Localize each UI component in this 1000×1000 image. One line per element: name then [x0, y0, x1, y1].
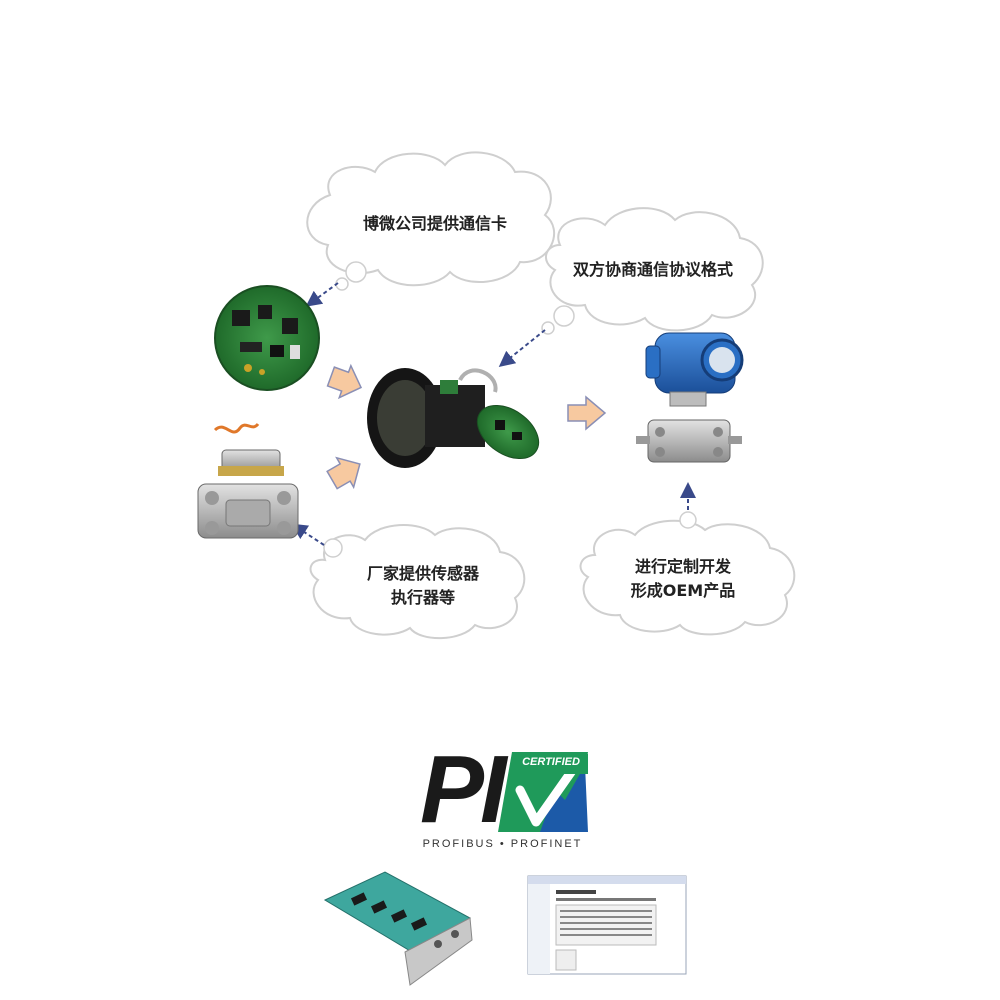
transmitter-icon — [636, 332, 744, 463]
cloud-bottom-left — [309, 524, 526, 640]
pcb-board-icon — [214, 285, 320, 391]
block-arrow-pcb-to-assembly — [326, 363, 363, 400]
logo-certified-badge: CERTIFIED — [522, 756, 580, 768]
pci-card-icon — [323, 871, 473, 986]
pi-certified-logo — [498, 752, 588, 832]
dash-arrow-to-sensor — [291, 523, 325, 546]
dash-arrow-to-assembly — [498, 329, 546, 367]
dash-arrow-to-pcb — [305, 282, 339, 307]
block-arrow-sensor-to-assembly — [326, 456, 361, 490]
cloud-bottom-right — [579, 511, 796, 636]
cloud-text-protocol: 双方协商通信协议格式 — [572, 260, 733, 279]
block-arrow-assembly-to-transmitter — [567, 395, 607, 431]
logo-tagline: PROFIBUS • PROFINET — [422, 838, 583, 850]
cloud-text-oem: 进行定制开发 形成OEM产品 — [598, 555, 768, 603]
cloud-text-card: 博微公司提供通信卡 — [362, 214, 507, 233]
pressure-sensor-icon — [197, 422, 299, 539]
cloud-text-sensor-line1: 厂家提供传感器 — [366, 564, 479, 583]
cloud-top-left — [306, 151, 556, 291]
checkmark-icon — [515, 763, 579, 827]
cloud-top-right — [541, 207, 764, 335]
assembly-module-icon — [367, 368, 540, 468]
cloud-text-sensor-line2: 执行器等 — [390, 588, 455, 607]
cloud-text-sensor: 厂家提供传感器 执行器等 — [338, 562, 508, 610]
cloud-text-oem-line2: 形成OEM产品 — [630, 581, 736, 600]
logo-pi-mark: PI — [420, 736, 507, 843]
cloud-text-oem-line1: 进行定制开发 — [634, 557, 731, 576]
software-window-icon — [527, 875, 687, 975]
